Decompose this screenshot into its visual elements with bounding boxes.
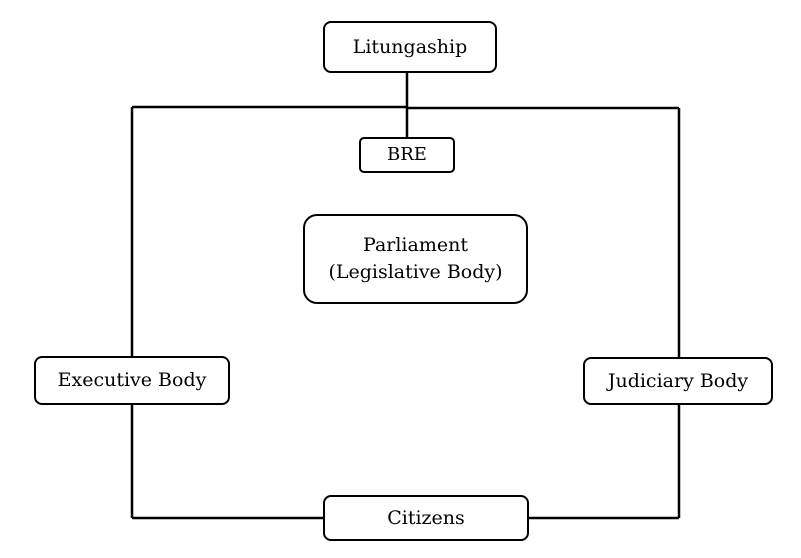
node-citizens-label: Citizens bbox=[387, 506, 465, 529]
node-judiciary-body-label: Judiciary Body bbox=[607, 369, 749, 392]
node-executive-body: Executive Body bbox=[34, 356, 230, 405]
node-parliament-title: Parliament bbox=[363, 234, 468, 257]
node-judiciary-body: Judiciary Body bbox=[583, 357, 773, 405]
node-bre-label: BRE bbox=[387, 144, 427, 166]
node-citizens: Citizens bbox=[323, 495, 529, 541]
node-parliament-subtitle: (Legislative Body) bbox=[328, 261, 503, 283]
node-litungaship-label: Litungaship bbox=[352, 35, 468, 58]
node-litungaship: Litungaship bbox=[323, 21, 497, 73]
node-bre: BRE bbox=[359, 137, 455, 173]
node-executive-body-label: Executive Body bbox=[57, 369, 207, 392]
node-parliament: Parliament (Legislative Body) bbox=[303, 214, 528, 304]
